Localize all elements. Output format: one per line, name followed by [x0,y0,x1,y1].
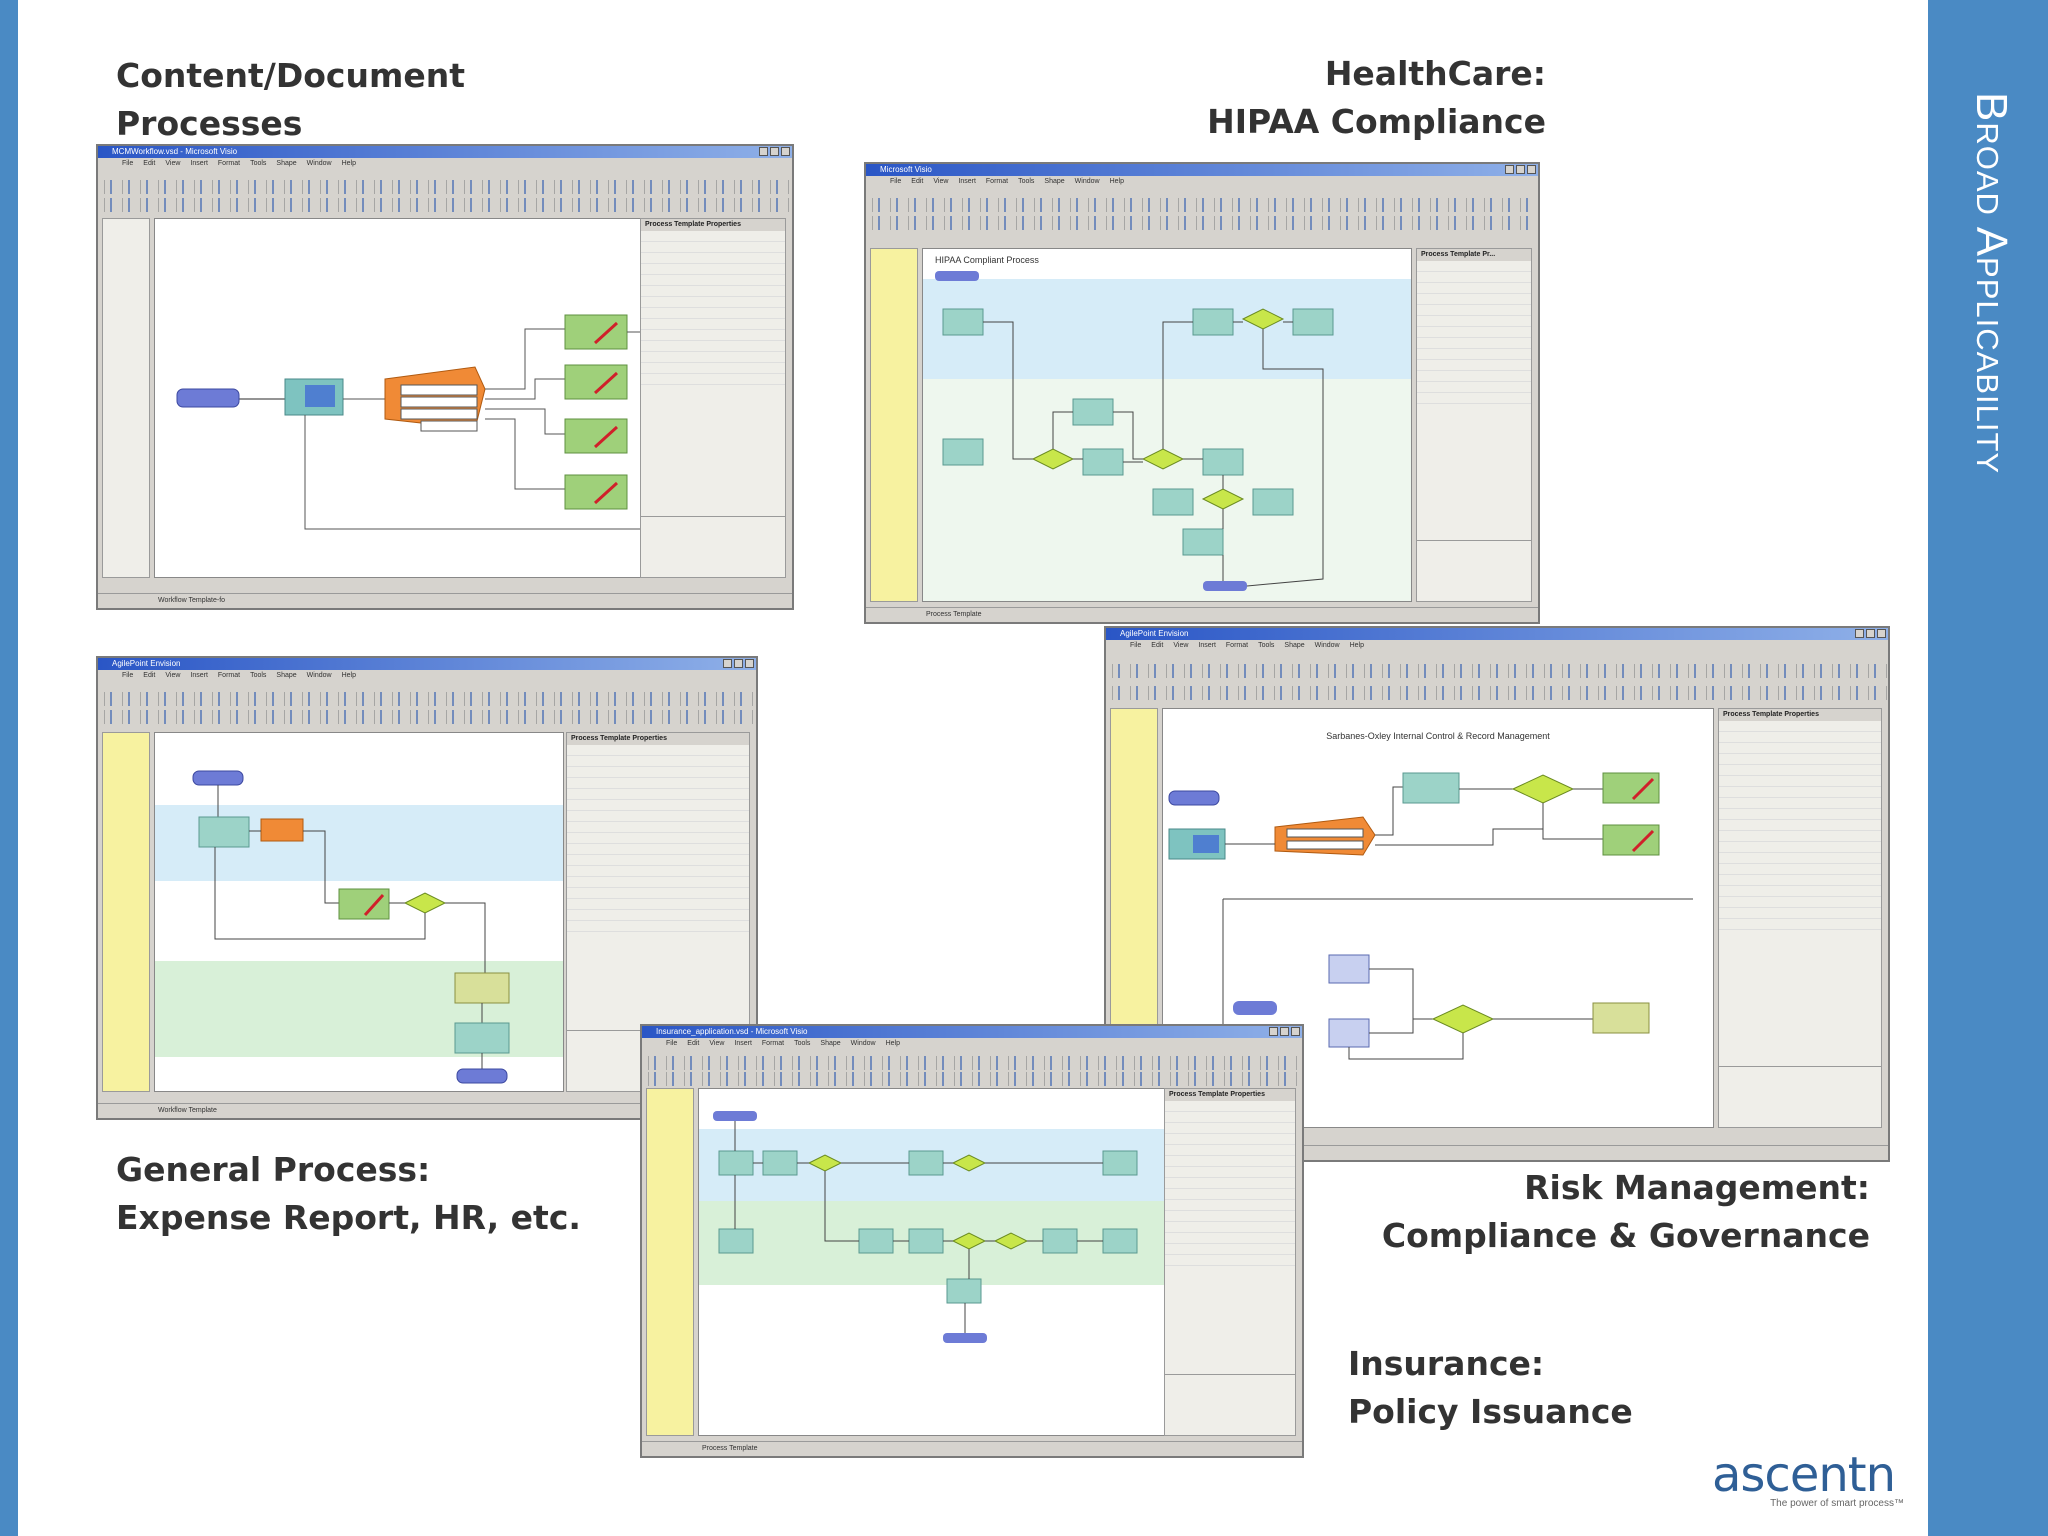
close-icon [781,147,790,156]
close-icon [1527,165,1536,174]
section-title: Broad Applicability [1967,92,2016,475]
process-template-properties: Process Template Pr... [1416,248,1532,602]
window-title: AgilePoint Envision [1120,629,1189,638]
toolbar-format [866,216,1538,230]
caption-general: General Process: Expense Report, HR, etc… [116,1146,581,1242]
window-title: MCMWorkflow.vsd - Microsoft Visio [112,147,238,156]
expense-diagram [192,770,510,1084]
process-template-properties: Process Template Properties [640,218,786,578]
close-icon [1291,1027,1300,1036]
minimize-icon [759,147,768,156]
toolbar [98,692,756,706]
page-tab[interactable]: Process Template [926,611,982,618]
caption-healthcare: HealthCare: HIPAA Compliance [1160,50,1546,146]
caption-content: Content/Document Processes [116,52,465,148]
caption-general-line1: General Process: [116,1150,431,1189]
shapes-panel [870,248,918,602]
caption-insurance-line2: Policy Issuance [1348,1392,1633,1431]
toolbar [1106,664,1888,678]
shapes-panel [646,1088,694,1436]
shapes-panel [102,218,150,578]
page-tab[interactable]: Workflow Template-fo [158,597,226,604]
caption-healthcare-line1: HealthCare: [1324,54,1546,93]
process-template-properties: Process Template Properties [1164,1088,1296,1436]
hipaa-diagram [935,271,1334,591]
right-accent-bar [1928,0,2048,1536]
window-title: AgilePoint Envision [112,659,181,668]
caption-healthcare-line2: HIPAA Compliance [1207,102,1546,141]
close-icon [1877,629,1886,638]
window-title: Insurance_application.vsd - Microsoft Vi… [656,1027,808,1036]
shapes-panel [102,732,150,1092]
toolbar [866,198,1538,212]
page-tab-bar: Process Template [642,1441,1302,1456]
canvas-label: HIPAA Compliant Process [935,255,1039,265]
close-icon [745,659,754,668]
logo-tagline: The power of smart process™ [1770,1498,1904,1509]
caption-insurance: Insurance: Policy Issuance [1348,1340,1633,1436]
toolbar-format [98,710,756,724]
minimize-icon [723,659,732,668]
ascentn-logo: ascentn The power of smart process™ [1712,1447,1904,1512]
caption-risk-line1: Risk Management: [1524,1168,1870,1207]
toolbar [98,180,792,194]
caption-content-line2: Processes [116,104,303,143]
maximize-icon [1280,1027,1289,1036]
minimize-icon [1505,165,1514,174]
window-title: Microsoft Visio [880,165,932,174]
workflow-diagram [176,314,656,530]
diagram-canvas: HIPAA Compliant Process [922,248,1412,602]
maximize-icon [1516,165,1525,174]
logo-wordmark: ascentn [1712,1447,1896,1503]
maximize-icon [1866,629,1875,638]
diagram-canvas [698,1088,1190,1436]
page-tab[interactable]: Process Template [702,1445,758,1452]
process-template-properties: Process Template Properties [1718,708,1882,1128]
diagram-canvas [154,732,564,1092]
caption-general-line2: Expense Report, HR, etc. [116,1198,581,1237]
insurance-diagram [713,1111,1138,1343]
caption-risk: Risk Management: Compliance & Governance [1360,1164,1870,1260]
caption-risk-line2: Compliance & Governance [1381,1216,1870,1255]
caption-insurance-line1: Insurance: [1348,1344,1545,1383]
toolbar-format [1106,686,1888,700]
maximize-icon [770,147,779,156]
minimize-icon [1269,1027,1278,1036]
toolbar-format [642,1072,1302,1086]
toolbar-format [98,198,792,212]
page-tab[interactable]: Workflow Template [158,1107,217,1114]
left-accent-bar [0,0,18,1536]
page-tab-bar: Process Template [866,607,1538,622]
caption-content-line1: Content/Document [116,56,466,95]
toolbar [642,1056,1302,1070]
page-tab-bar: Workflow Template-fo [98,593,792,608]
maximize-icon [734,659,743,668]
canvas-label: Sarbanes-Oxley Internal Control & Record… [1326,731,1550,741]
page-tab-bar: Workflow Template [98,1103,756,1118]
screenshot-insurance: Insurance_application.vsd - Microsoft Vi… [640,1024,1304,1458]
minimize-icon [1855,629,1864,638]
sox-diagram [1168,772,1693,1060]
